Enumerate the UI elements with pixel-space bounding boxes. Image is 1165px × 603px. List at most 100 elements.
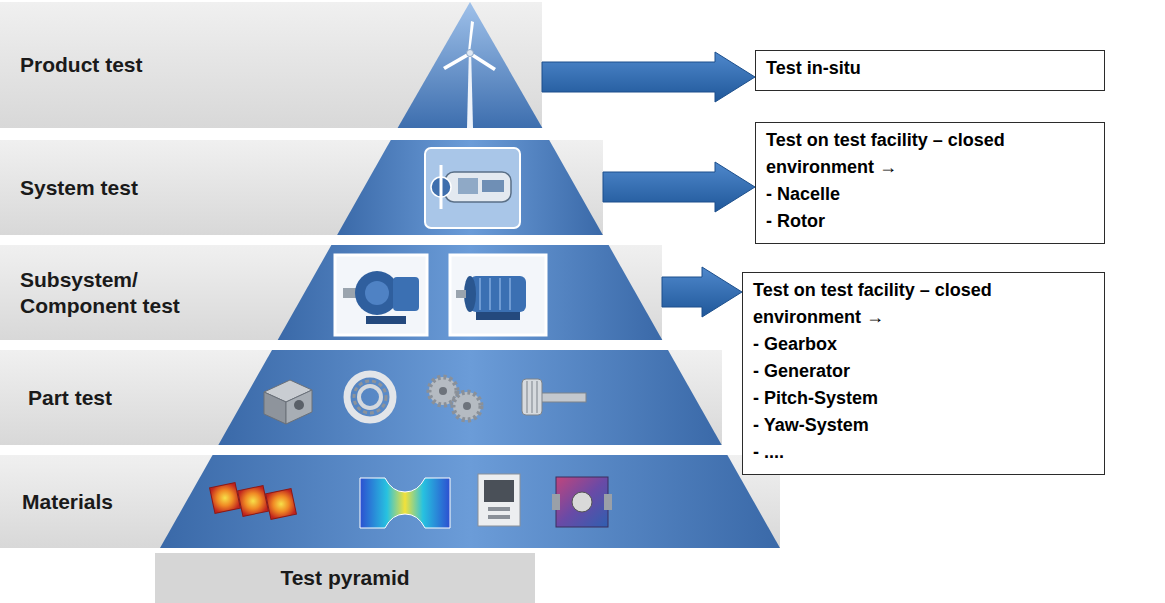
box-text: - Gearbox xyxy=(753,331,1094,358)
plate-specimen-icon xyxy=(210,483,297,520)
plate-specimen-icon xyxy=(238,486,269,517)
generator-icon xyxy=(470,276,526,312)
level-label: Materials xyxy=(22,489,113,515)
housing-part-icon xyxy=(264,392,286,424)
bearing-icon xyxy=(347,374,393,420)
level-label: Part test xyxy=(28,385,112,411)
generator-icon xyxy=(450,255,546,335)
level-label: Subsystem/ Component test xyxy=(20,267,225,319)
level-ground xyxy=(0,2,542,128)
level-ground xyxy=(0,350,722,445)
level-ground xyxy=(0,2,780,603)
level-label: Product test xyxy=(20,52,143,78)
nacelle-icon xyxy=(482,180,504,192)
test-description-box: Test on test facility – closed environme… xyxy=(742,272,1105,475)
generator-icon xyxy=(509,278,511,310)
housing-part-icon xyxy=(264,380,312,424)
pyramid-level xyxy=(160,455,780,548)
gearbox-icon xyxy=(335,255,427,335)
pyramid-level xyxy=(278,245,663,340)
pyramid-level xyxy=(218,350,721,445)
level-ground xyxy=(0,455,780,548)
plate-specimen-icon xyxy=(210,483,241,514)
pyramid-level xyxy=(160,2,780,548)
housing-part-icon xyxy=(286,390,312,424)
test-level-band: Materials xyxy=(0,455,780,548)
test-machine-icon xyxy=(478,474,520,526)
tensile-specimen-icon xyxy=(360,478,450,528)
nacelle-icon xyxy=(440,165,443,209)
nacelle-icon xyxy=(445,172,511,202)
shaft-icon xyxy=(538,393,586,402)
tensile-specimen-icon xyxy=(360,478,450,528)
test-machine-icon xyxy=(488,507,510,511)
test-level-band: Product test xyxy=(0,2,542,128)
plate-specimen-icon xyxy=(266,489,297,520)
pyramid-caption: Test pyramid xyxy=(280,565,409,591)
gear-icon xyxy=(463,402,471,410)
gearbox-icon xyxy=(393,277,419,311)
shaft-icon xyxy=(522,379,586,415)
box-text: - Rotor xyxy=(766,208,1094,235)
material-block-icon xyxy=(604,494,612,510)
generator-icon xyxy=(499,278,501,310)
nacelle-icon xyxy=(458,178,478,194)
gear-icon xyxy=(429,377,481,420)
bearing-icon xyxy=(347,374,393,420)
block-arrow xyxy=(662,267,742,317)
test-description-box: Test in-situ xyxy=(755,50,1105,91)
bearing-icon xyxy=(354,381,386,413)
box-text: Test on test facility – closed environme… xyxy=(766,127,1094,181)
gearbox-icon xyxy=(365,281,389,305)
bearing-icon xyxy=(359,386,381,408)
box-text: Test in-situ xyxy=(766,55,1094,82)
level-ground xyxy=(0,245,662,340)
level-label: System test xyxy=(20,175,138,201)
pyramid-apex xyxy=(398,2,543,128)
test-machine-icon xyxy=(478,474,520,526)
material-block-icon xyxy=(552,477,612,527)
test-level-band: System test xyxy=(0,140,603,235)
generator-icon xyxy=(476,312,520,320)
gearbox-icon xyxy=(366,316,406,324)
block-arrow xyxy=(603,162,755,212)
wind-turbine-icon xyxy=(443,21,496,128)
pyramid-base-band: Test pyramid xyxy=(155,553,535,603)
gearbox-icon xyxy=(355,271,399,315)
wind-turbine-icon xyxy=(467,55,473,128)
generator-icon xyxy=(489,278,491,310)
block-arrow xyxy=(542,52,755,102)
shaft-icon xyxy=(537,381,538,413)
box-text: Test on test facility – closed environme… xyxy=(753,277,1094,331)
test-level-band: Subsystem/ Component test xyxy=(0,245,662,340)
shaft-icon xyxy=(527,381,528,413)
nacelle-icon xyxy=(425,148,520,228)
box-text: - Yaw-System xyxy=(753,412,1094,439)
test-level-band: Part test xyxy=(0,350,722,445)
base-ground xyxy=(155,553,535,603)
box-text: - Generator xyxy=(753,358,1094,385)
material-block-icon xyxy=(572,492,592,512)
test-machine-icon xyxy=(484,480,514,502)
pyramid-level xyxy=(337,140,603,235)
generator-icon xyxy=(456,290,466,298)
nacelle-icon xyxy=(425,148,520,228)
level-ground xyxy=(0,140,603,235)
wind-turbine-icon xyxy=(467,50,474,57)
shaft-icon xyxy=(522,379,542,415)
material-block-icon xyxy=(556,477,608,527)
box-text: - Nacelle xyxy=(766,181,1094,208)
box-text: - Pitch-System xyxy=(753,385,1094,412)
housing-part-icon xyxy=(294,400,304,410)
gear-icon xyxy=(439,387,447,395)
test-machine-icon xyxy=(488,515,510,519)
generator-icon xyxy=(450,255,546,335)
shaft-icon xyxy=(532,381,533,413)
gearbox-icon xyxy=(335,255,427,335)
box-text: - .... xyxy=(753,439,1094,466)
generator-icon xyxy=(479,278,481,310)
wind-turbine-icon xyxy=(468,21,474,53)
test-description-box: Test on test facility – closed environme… xyxy=(755,122,1105,244)
material-block-icon xyxy=(552,494,560,510)
